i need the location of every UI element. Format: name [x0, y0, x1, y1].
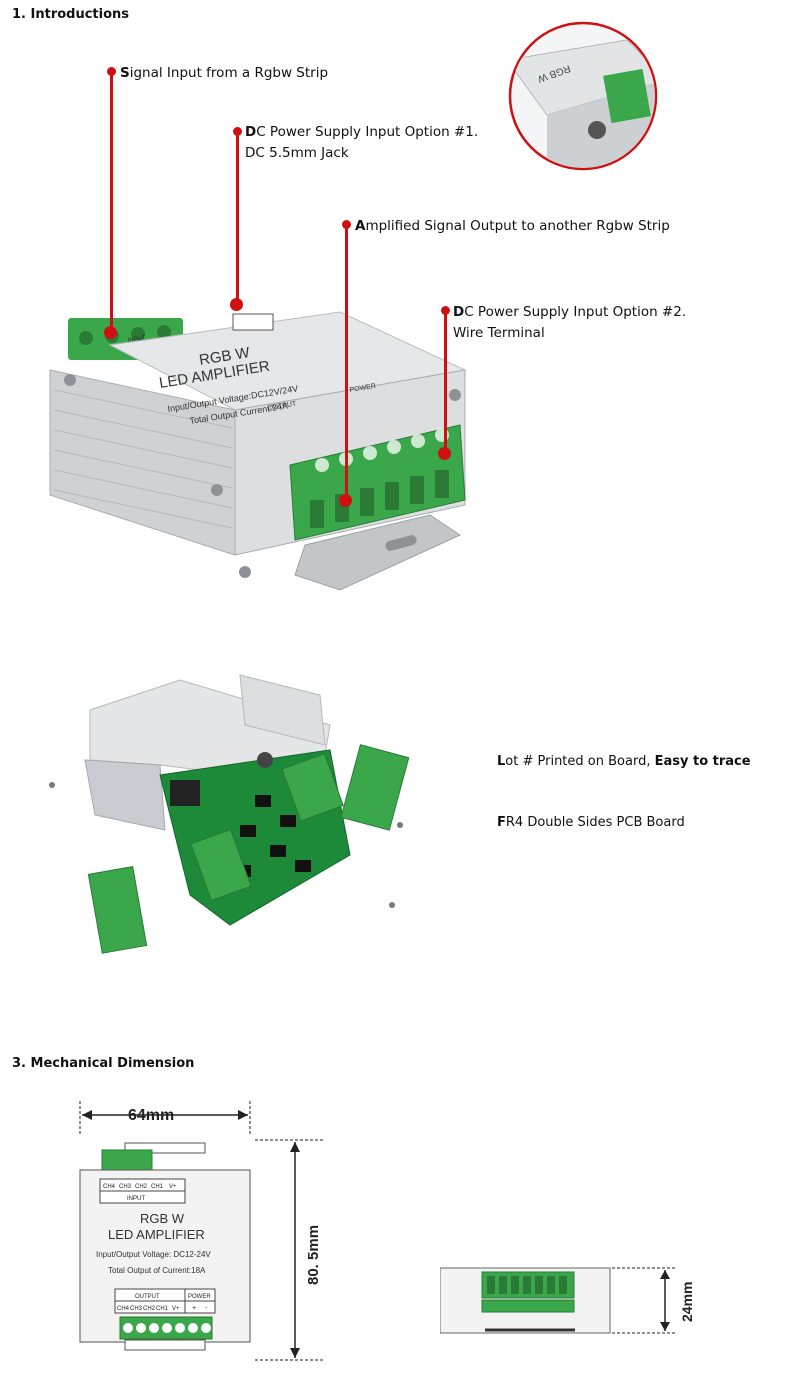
dimension-height-label: 80. 5mm	[305, 1225, 322, 1285]
drawing-current-rating: Total Output of Current:18A	[108, 1266, 206, 1275]
leader-line-dc-option2	[444, 310, 447, 454]
drawing-power-label: POWER	[188, 1294, 211, 1300]
drawing-ch3-bottom: CH3	[130, 1306, 143, 1312]
dimension-width-label: 64mm	[128, 1107, 174, 1124]
drawing-ch2-top: CH2	[135, 1184, 148, 1190]
leader-line-signal-input	[110, 72, 113, 334]
marker-dc-option2	[438, 447, 451, 460]
callout-dc-option1: DC Power Supply Input Option #1. DC 5.5m…	[245, 124, 479, 161]
note-fr4-board: FR4 Double Sides PCB Board	[497, 815, 685, 830]
marker-dc-option1	[230, 298, 243, 311]
drawing-plus: +	[192, 1305, 196, 1312]
drawing-vplus-top: V+	[169, 1184, 177, 1190]
drawing-vplus-bottom: V+	[172, 1306, 180, 1312]
callout-dc-option2: DC Power Supply Input Option #2. Wire Te…	[453, 304, 687, 341]
marker-amplified-output	[339, 494, 352, 507]
drawing-title-rgbw: RGB W	[140, 1211, 185, 1226]
marker-signal-input	[104, 326, 117, 339]
drawing-voltage-rating: Input/Output Voltage: DC12-24V	[96, 1250, 211, 1259]
dimension-depth-label: 24mm	[679, 1282, 695, 1322]
output-terminal-block	[289, 424, 466, 541]
drawing-minus: -	[205, 1305, 208, 1312]
drawing-ch2-bottom: CH2	[143, 1306, 156, 1312]
device-input-text: INPUT	[127, 335, 146, 344]
inset-dc-jack-photo: RGB W	[508, 21, 658, 171]
callout-signal-input: Signal Input from a Rgbw Strip	[120, 65, 329, 81]
drawing-input-terminal	[101, 1149, 153, 1173]
mounting-bracket	[294, 514, 462, 591]
drawing-ch1-top: CH1	[151, 1184, 164, 1190]
leader-line-dc-option1	[236, 131, 239, 307]
leader-line-amplified-output	[345, 224, 348, 500]
drawing-ch3-top: CH3	[119, 1184, 132, 1190]
dc-jack-marker	[232, 313, 274, 331]
callout-dot-signal-input	[107, 67, 116, 76]
device-output-text: OUTPUT	[267, 400, 297, 412]
drawing-ch4-bottom: CH4	[117, 1306, 130, 1312]
drawing-ch1-bottom: CH1	[156, 1306, 169, 1312]
drawing-input-label: INPUT	[127, 1196, 145, 1202]
section-heading-introductions: 1. Introductions	[12, 7, 130, 22]
drawing-title-led-amplifier: LED AMPLIFIER	[108, 1227, 205, 1242]
loose-terminal-small	[87, 866, 148, 954]
dc-jack	[170, 780, 200, 806]
section-heading-mechanical-dimension: 3. Mechanical Dimension	[12, 1056, 195, 1071]
pcb-exploded-photo	[49, 674, 410, 954]
callout-amplified-output: Amplified Signal Output to another Rgbw …	[355, 218, 670, 234]
note-lot-printed: Lot # Printed on Board, Easy to trace	[497, 754, 751, 769]
mechanical-side-view-drawing: 24mm	[440, 1267, 695, 1334]
device-power-text: POWER	[349, 383, 376, 394]
amplifier-product-photo: RGB W LED AMPLIFIER Input/Output Voltage…	[49, 311, 467, 591]
loose-terminal-large	[340, 744, 410, 831]
drawing-output-label: OUTPUT	[135, 1294, 160, 1300]
mechanical-top-view-drawing: 64mm 80. 5mm CH4 CH3 CH2 CH1 V+ INPUT RG…	[79, 1101, 325, 1361]
drawing-ch4-top: CH4	[103, 1184, 116, 1190]
